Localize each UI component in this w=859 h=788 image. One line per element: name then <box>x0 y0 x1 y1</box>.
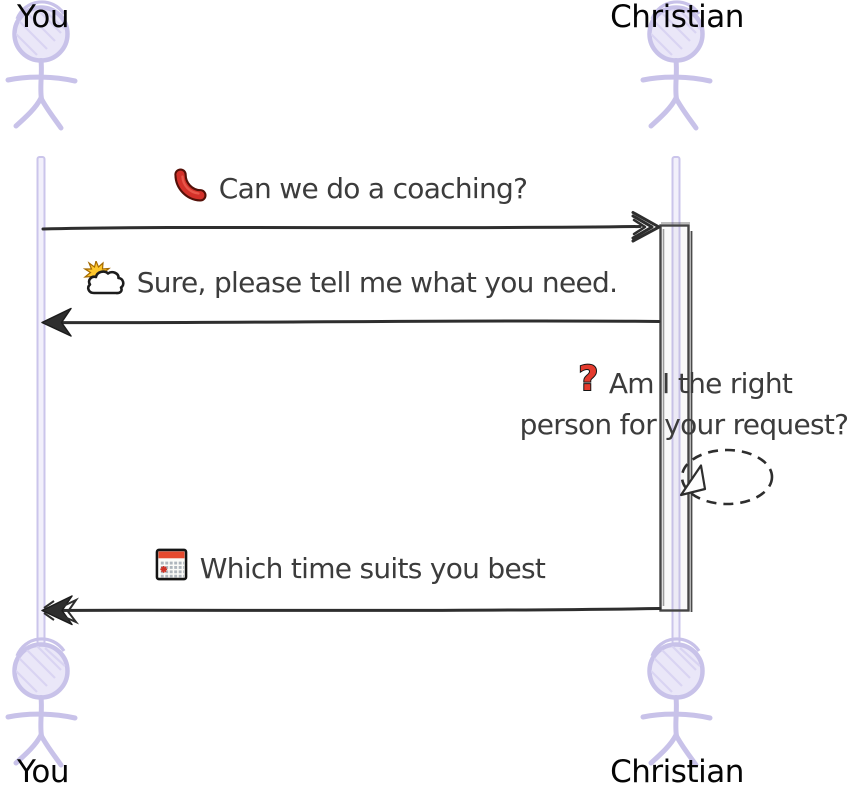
arrowhead-left-filled <box>41 307 72 337</box>
message-2-arrow <box>41 307 661 337</box>
arrowhead-left-double-sketchy <box>41 595 80 626</box>
message-3-label: ? Am I the right person for your request… <box>508 358 859 443</box>
message-1-text: Can we do a coaching? <box>218 171 528 205</box>
actor-label-you-top: You <box>17 0 69 35</box>
phone-icon <box>173 167 207 209</box>
message-2-text: Sure, please tell me what you need. <box>136 265 618 299</box>
message-1-arrow <box>41 211 661 243</box>
calendar-mark <box>160 565 167 573</box>
activation-bar-christian <box>659 222 693 612</box>
actor-figure-christian-bottom <box>643 639 710 765</box>
sun-behind-cloud-icon <box>82 258 125 304</box>
actor-label-you-bottom: You <box>17 754 69 788</box>
calendar-icon <box>155 548 188 588</box>
actor-figure-you-bottom <box>8 639 75 765</box>
arrowhead-open <box>679 464 707 497</box>
message-4-label: Which time suits you best <box>42 548 658 588</box>
actor-label-christian-top: Christian <box>610 0 744 35</box>
message-1-label: Can we do a coaching? <box>42 167 658 209</box>
message-3-text-line2: person for your request? <box>519 408 849 441</box>
message-4-text: Which time suits you best <box>199 551 546 585</box>
message-2-label: Sure, please tell me what you need. <box>42 258 658 304</box>
self-message-loop <box>679 448 774 506</box>
arrowhead-right-sketchy <box>631 211 661 243</box>
message-4-arrow <box>41 595 662 626</box>
question-mark-icon: ? <box>576 358 600 407</box>
svg-text:?: ? <box>578 360 597 398</box>
actor-label-christian-bottom: Christian <box>610 754 744 788</box>
message-3-text-line1: Am I the right <box>608 366 793 400</box>
